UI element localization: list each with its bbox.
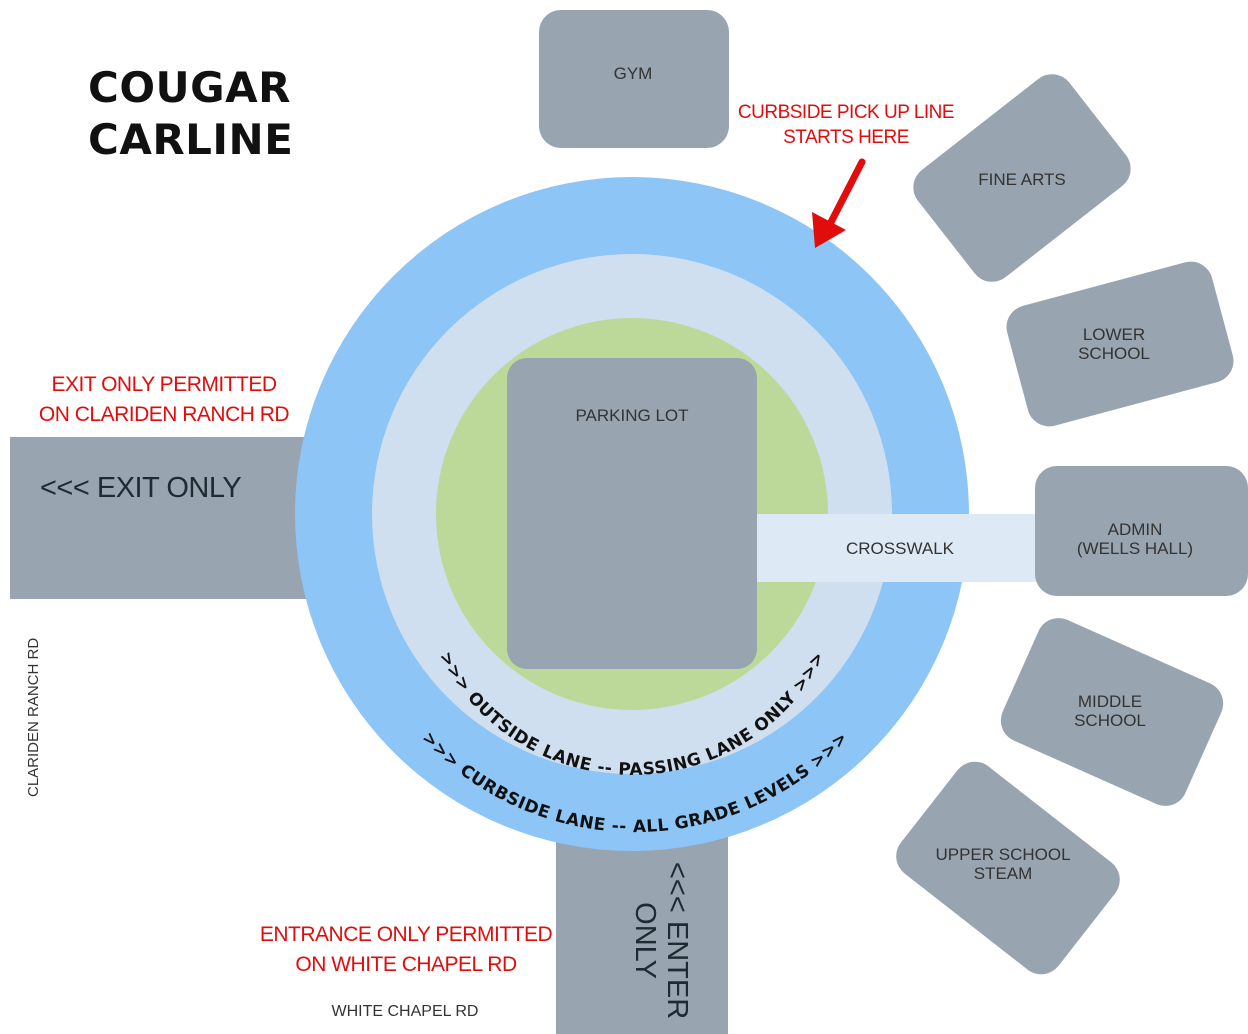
title-line-2: CARLINE <box>88 115 294 164</box>
entrance-note-line-1: ENTRANCE ONLY PERMITTED <box>259 923 553 946</box>
enter-only-line-1: <<< ENTER <box>661 862 693 1020</box>
pickup-arrow-icon <box>812 158 866 248</box>
exit-note: EXIT ONLY PERMITTED ON CLARIDEN RANCH RD <box>24 370 304 430</box>
middle-school-label: MIDDLE SCHOOL <box>1050 692 1170 730</box>
admin-line-2: (WELLS HALL) <box>1076 539 1194 558</box>
map-title: COUGAR CARLINE <box>88 62 293 166</box>
middle-school-line-1: MIDDLE <box>1077 692 1143 711</box>
upper-school-building <box>896 761 1120 975</box>
admin-label: ADMIN (WELLS HALL) <box>1058 520 1212 558</box>
title-line-1: COUGAR <box>88 63 291 112</box>
fine-arts-label: FINE ARTS <box>978 170 1066 189</box>
lower-school-label: LOWER SCHOOL <box>1054 325 1174 363</box>
crosswalk-label: CROSSWALK <box>845 539 954 558</box>
clariden-ranch-road <box>10 437 330 599</box>
gym-label: GYM <box>613 64 653 83</box>
entrance-note: ENTRANCE ONLY PERMITTED ON WHITE CHAPEL … <box>250 920 562 980</box>
white-chapel-road <box>556 815 728 1034</box>
pickup-note-line-1: CURBSIDE PICK UP LINE <box>737 102 955 123</box>
gym-building <box>539 10 729 148</box>
middle-school-building <box>1000 618 1224 806</box>
clariden-ranch-road-label: CLARIDEN RANCH RD <box>25 637 42 797</box>
admin-building <box>1035 466 1248 596</box>
lower-school-line-1: LOWER <box>1082 325 1146 344</box>
lower-school-line-2: SCHOOL <box>1078 344 1150 363</box>
middle-school-line-2: SCHOOL <box>1074 711 1146 730</box>
exit-only-label: <<< EXIT ONLY <box>40 472 242 504</box>
enter-only-line-2: ONLY <box>629 902 661 979</box>
exit-note-line-1: EXIT ONLY PERMITTED <box>51 373 277 396</box>
enter-only-label: <<< ENTER ONLY <box>629 862 693 1019</box>
lower-school-building <box>1006 261 1234 427</box>
pickup-start-note: CURBSIDE PICK UP LINE STARTS HERE <box>730 100 962 150</box>
upper-school-line-2: STEAM <box>973 864 1033 883</box>
upper-school-label: UPPER SCHOOL STEAM <box>922 845 1084 883</box>
crosswalk <box>756 514 1040 582</box>
fine-arts-building <box>913 74 1131 282</box>
pickup-note-line-2: STARTS HERE <box>783 127 909 148</box>
exit-note-line-2: ON CLARIDEN RANCH RD <box>38 403 290 426</box>
parking-lot-label: PARKING LOT <box>575 406 689 425</box>
entrance-note-line-2: ON WHITE CHAPEL RD <box>295 953 517 976</box>
parking-lot <box>507 358 757 669</box>
admin-line-1: ADMIN <box>1107 520 1163 539</box>
upper-school-line-1: UPPER SCHOOL <box>935 845 1071 864</box>
white-chapel-road-label: WHITE CHAPEL RD <box>331 1003 479 1020</box>
